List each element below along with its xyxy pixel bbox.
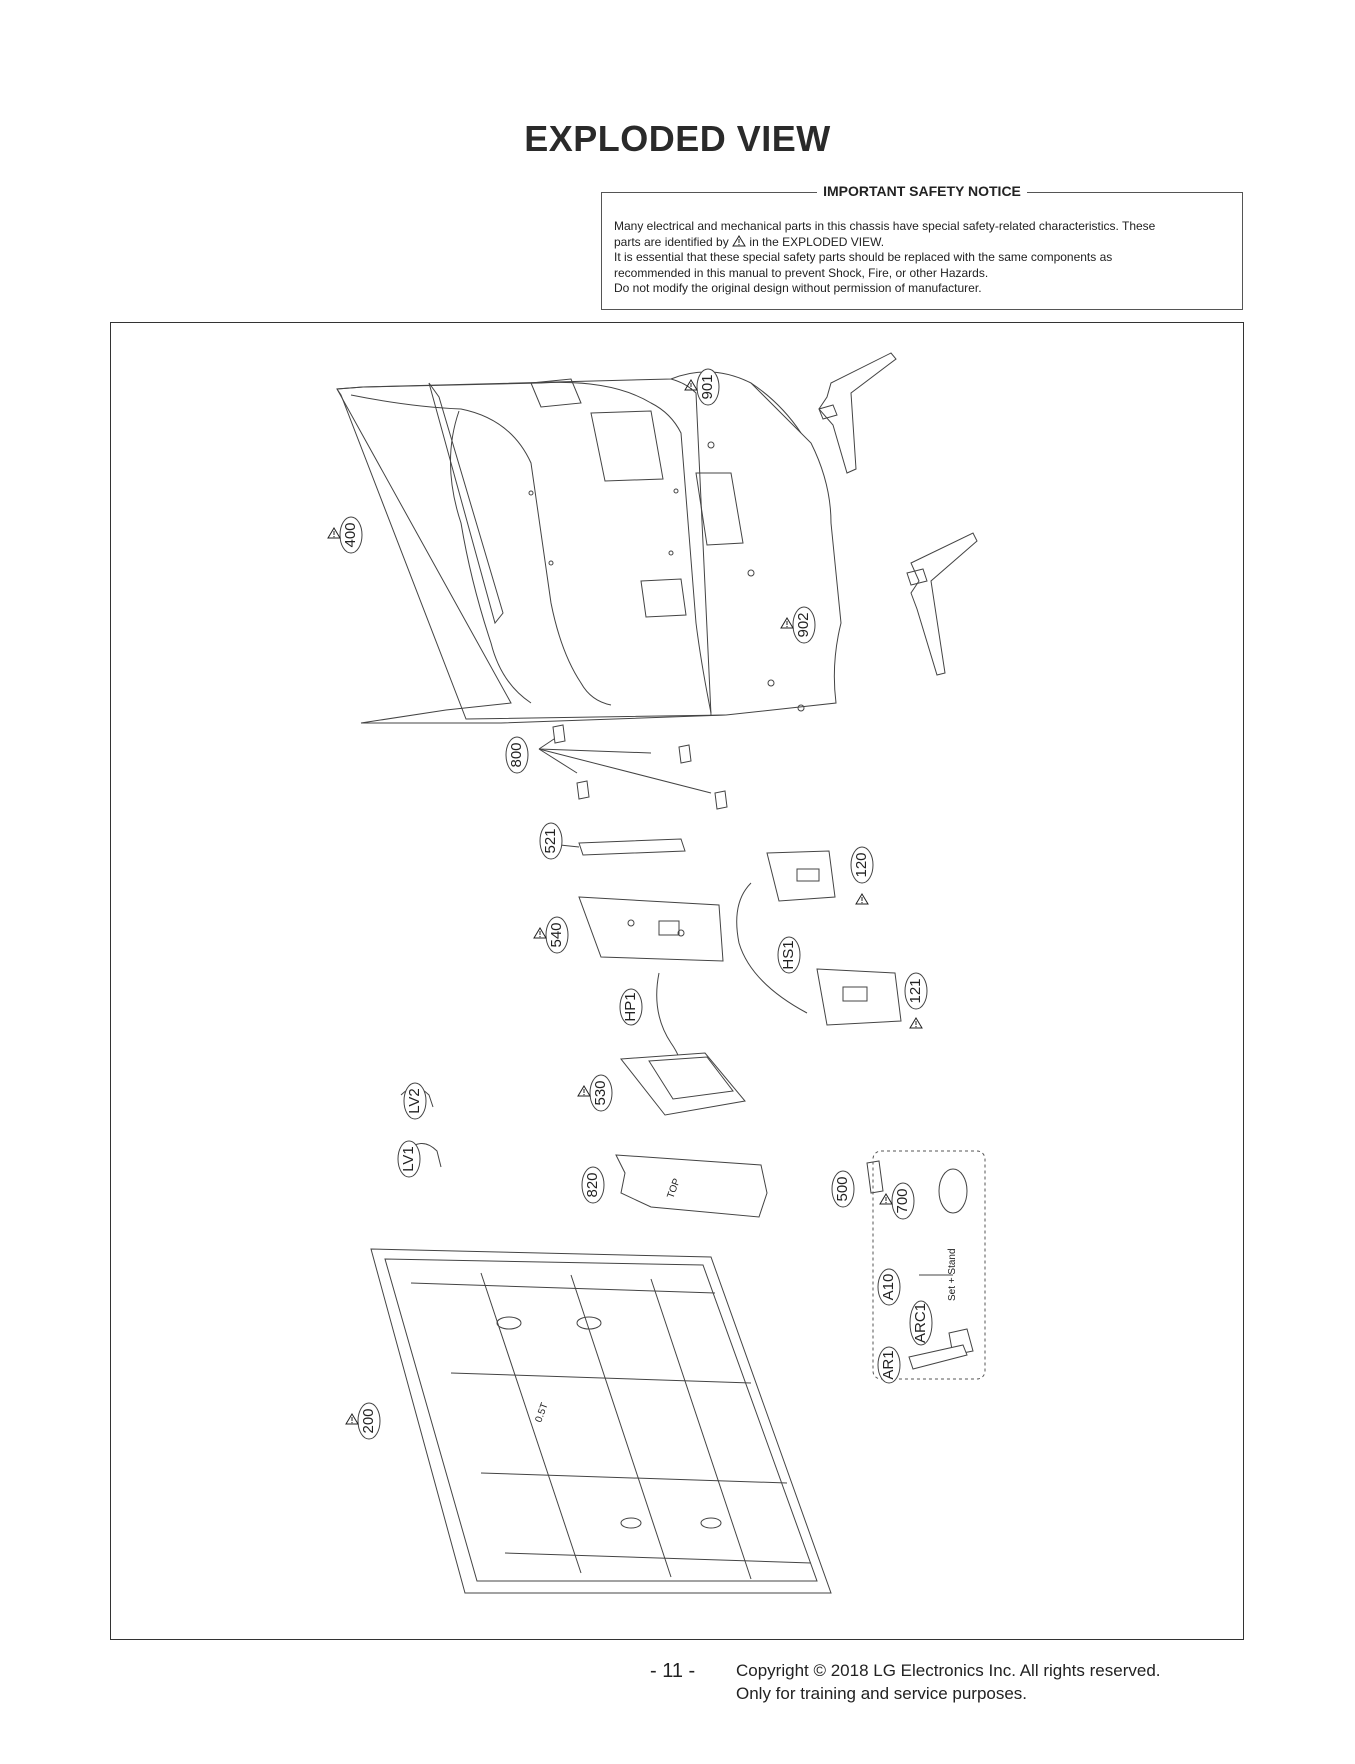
- accessory-box: [872, 1150, 986, 1380]
- notice-line-2: parts are identified by in the EXPLODED …: [614, 234, 885, 249]
- diagram-canvas: TOP 0.5T Set + Stand 901 400 902 800 521…: [327, 352, 986, 1594]
- stand-902: [906, 532, 978, 676]
- power-cord-700: [938, 1168, 968, 1214]
- label-521: 521: [539, 822, 563, 860]
- svg-text:540: 540: [548, 922, 565, 947]
- label-AR1: AR1: [877, 1346, 901, 1384]
- bracket-521: [540, 838, 686, 856]
- label-540: 540: [533, 916, 569, 954]
- svg-text:AR1: AR1: [880, 1350, 897, 1379]
- safety-notice-box: IMPORTANT SAFETY NOTICE Many electrical …: [601, 183, 1243, 310]
- notice-heading: IMPORTANT SAFETY NOTICE: [817, 183, 1027, 199]
- cable-HS1: [736, 882, 808, 1014]
- page-title: EXPLODED VIEW: [524, 118, 831, 159]
- accessory-note: Set + Stand: [947, 1248, 958, 1301]
- exploded-view-diagram: TOP 0.5T Set + Stand 901 400 902 800 521…: [110, 322, 1244, 1640]
- label-820: 820: [581, 1166, 605, 1204]
- label-530: 530: [577, 1074, 613, 1112]
- copyright-line-2: Only for training and service purposes.: [736, 1684, 1028, 1703]
- svg-text:121: 121: [907, 978, 924, 1003]
- label-500: 500: [831, 1170, 855, 1208]
- board-thickness-mark: 0.5T: [533, 1401, 550, 1424]
- notice-line-1: Many electrical and mechanical parts in …: [614, 219, 1156, 233]
- label-ARC1: ARC1: [909, 1300, 933, 1346]
- power-board-121: [816, 968, 902, 1026]
- stand-901: [818, 352, 897, 474]
- notice-line-5: Do not modify the original design withou…: [614, 281, 982, 295]
- label-902: 902: [780, 606, 816, 644]
- back-cover-400: [336, 371, 842, 724]
- svg-text:901: 901: [699, 374, 716, 399]
- svg-text:700: 700: [894, 1188, 911, 1213]
- notice-line-4: recommended in this manual to prevent Sh…: [614, 265, 989, 280]
- screws-800: [538, 724, 728, 810]
- power-board-120: [766, 850, 836, 902]
- label-200: 200: [345, 1402, 381, 1440]
- label-700: 700: [879, 1182, 915, 1220]
- part-500: [866, 1160, 884, 1194]
- svg-text:A10: A10: [880, 1274, 897, 1301]
- insulator-820: TOP: [615, 1154, 768, 1218]
- label-121: 121: [904, 972, 928, 1029]
- warning-triangle-icon: [732, 234, 746, 246]
- label-901: 901: [684, 368, 720, 406]
- remote-AR1: [908, 1344, 968, 1370]
- svg-text:400: 400: [342, 522, 359, 547]
- notice-body: Many electrical and mechanical parts in …: [614, 219, 1230, 297]
- copyright-notice: Copyright © 2018 LG Electronics Inc. All…: [736, 1659, 1161, 1705]
- svg-text:500: 500: [834, 1176, 851, 1201]
- svg-text:820: 820: [584, 1172, 601, 1197]
- svg-text:LV2: LV2: [406, 1088, 423, 1114]
- label-HS1: HS1: [777, 936, 801, 974]
- svg-text:200: 200: [360, 1408, 377, 1433]
- label-A10: A10: [877, 1268, 901, 1306]
- svg-text:800: 800: [508, 742, 525, 767]
- main-board-540: [578, 896, 724, 962]
- svg-text:LV1: LV1: [400, 1146, 417, 1172]
- notice-line-3: It is essential that these special safet…: [614, 250, 1113, 264]
- page-number: - 11 -: [650, 1660, 696, 1682]
- svg-text:ARC1: ARC1: [912, 1303, 929, 1343]
- copyright-line-1: Copyright © 2018 LG Electronics Inc. All…: [736, 1661, 1161, 1680]
- board-530: [620, 1052, 746, 1116]
- label-LV2: LV2: [403, 1082, 427, 1120]
- svg-text:902: 902: [795, 612, 812, 637]
- svg-text:HP1: HP1: [622, 992, 639, 1021]
- label-800: 800: [505, 736, 529, 774]
- label-LV1: LV1: [397, 1140, 421, 1178]
- panel-assembly-200: 0.5T: [370, 1248, 832, 1594]
- svg-text:521: 521: [542, 828, 559, 853]
- label-400: 400: [327, 516, 363, 554]
- label-120: 120: [850, 846, 874, 905]
- svg-text:120: 120: [853, 852, 870, 877]
- svg-text:530: 530: [592, 1080, 609, 1105]
- label-HP1: HP1: [619, 988, 643, 1026]
- svg-text:HS1: HS1: [780, 940, 797, 969]
